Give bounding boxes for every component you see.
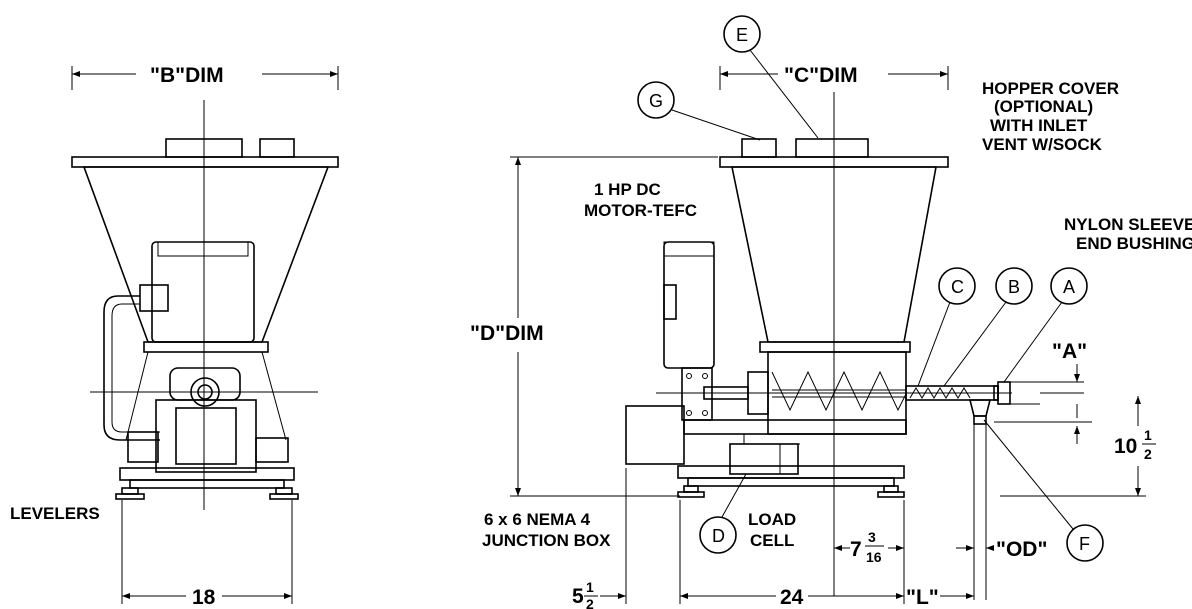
dim-a-label: "A": [1052, 340, 1087, 363]
front-inlet: [795, 138, 869, 158]
callout-f: F: [983, 419, 1104, 562]
side-leveler-left: [121, 487, 139, 495]
svg-text:A: A: [1063, 277, 1075, 297]
side-conduit: [103, 295, 160, 441]
side-hopper-cover: [71, 156, 339, 168]
levelers-label: LEVELERS: [10, 504, 100, 523]
dim-18-label: 18: [192, 586, 216, 609]
side-inlet: [165, 138, 243, 158]
svg-text:C: C: [951, 277, 964, 297]
dim-10-denominator: 2: [1144, 446, 1152, 462]
front-motor: [663, 241, 715, 369]
load-cell-note-line2: CELL: [750, 531, 794, 550]
dim-7-numerator: 3: [868, 529, 876, 545]
side-leveler-right: [275, 487, 293, 495]
dim-7-denominator: 16: [866, 549, 882, 565]
front-frame: [683, 419, 907, 435]
dim-d-label: "D"DIM: [470, 322, 544, 345]
motor-note-line2: MOTOR-TEFC: [584, 201, 697, 220]
dim-l-label: "L": [906, 586, 939, 609]
callout-a: A: [1003, 267, 1088, 383]
side-junction: [175, 407, 237, 465]
svg-text:E: E: [736, 25, 748, 45]
svg-text:G: G: [649, 91, 663, 111]
dim-c-label: "C"DIM: [784, 64, 858, 87]
junction-note-line2: JUNCTION BOX: [482, 531, 611, 550]
dim-10-line: [994, 396, 1146, 497]
dim-5-numerator: 1: [586, 579, 594, 595]
front-shaft: [703, 386, 749, 400]
callout-c: C: [917, 267, 976, 387]
front-load-cell: [729, 443, 799, 475]
nylon-note-line2: END BUSHING: [1076, 234, 1192, 253]
dim-od-label: "OD": [996, 538, 1047, 561]
callout-d: D: [699, 473, 747, 554]
dim-5-denominator: 2: [586, 596, 594, 609]
nylon-note-line1: NYLON SLEEVE: [1064, 215, 1192, 234]
side-gearbox: [169, 367, 241, 401]
svg-text:B: B: [1008, 277, 1020, 297]
load-cell-note-line1: LOAD: [748, 510, 796, 529]
dim-b-line: [71, 66, 339, 90]
front-vent: [741, 138, 777, 158]
side-base: [119, 467, 295, 481]
svg-text:D: D: [712, 526, 725, 546]
front-motor-box: [663, 284, 677, 320]
front-auger-flights: [771, 370, 907, 412]
side-view: "B"DIM: [10, 64, 339, 609]
dim-10-whole: 10: [1114, 435, 1137, 458]
dim-10-numerator: 1: [1144, 427, 1152, 443]
side-hopper-cone: [82, 166, 330, 343]
dim-a-line: [1010, 364, 1084, 418]
side-flange: [143, 341, 269, 353]
dim-24-label: 24: [780, 586, 804, 609]
side-gear-circle: [190, 377, 220, 407]
dim-7-whole: 7: [850, 538, 862, 561]
front-view: "C"DIM: [470, 15, 1192, 609]
dim-b-label: "B"DIM: [150, 64, 224, 87]
dim-5-whole: 5: [572, 585, 584, 608]
hopper-note-line3: WITH INLET: [990, 116, 1088, 135]
callout-g: G: [637, 81, 761, 141]
svg-text:F: F: [1079, 534, 1090, 554]
dim-18-line: [121, 500, 293, 604]
front-junction-box: [625, 405, 685, 465]
hopper-note-line2: (OPTIONAL): [994, 97, 1093, 116]
callout-b: B: [943, 267, 1033, 387]
front-discharge-spout: [968, 399, 992, 417]
dim-d-line: [510, 156, 718, 497]
front-leveler-right: [883, 485, 899, 493]
side-frame: [155, 399, 257, 473]
front-base: [677, 465, 905, 479]
dim-24-line: [600, 468, 974, 604]
motor-note-line1: 1 HP DC: [594, 180, 661, 199]
front-auger-housing: [759, 341, 911, 353]
hopper-note-line1: HOPPER COVER: [982, 79, 1119, 98]
front-leveler-left: [683, 485, 699, 493]
side-motor-box: [139, 284, 169, 312]
junction-note-line1: 6 x 6 NEMA 4: [484, 510, 591, 529]
side-vent: [259, 138, 295, 158]
hopper-note-line4: VENT W/SOCK: [982, 135, 1103, 154]
callout-e: E: [723, 15, 819, 139]
